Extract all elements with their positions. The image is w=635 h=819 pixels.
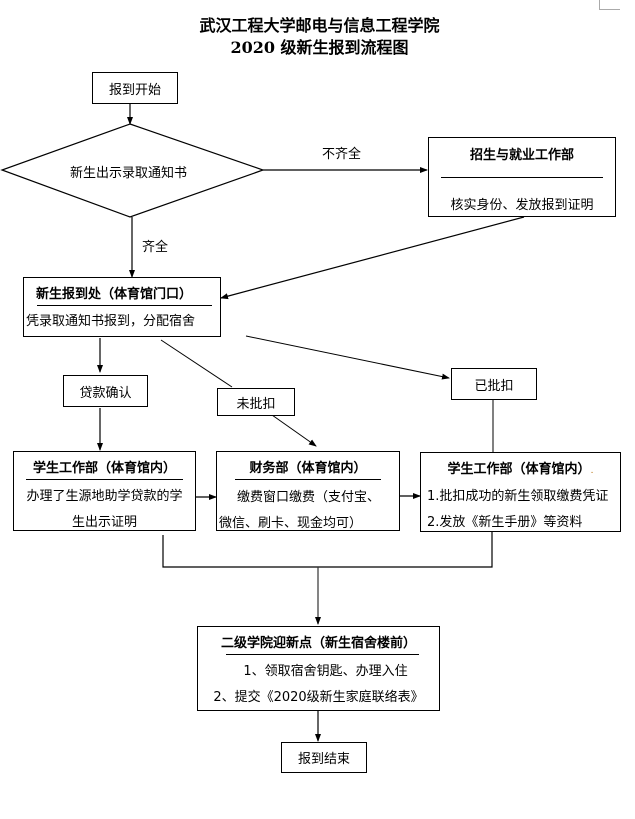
registration-divider — [37, 305, 212, 306]
decision-diamond — [0, 123, 265, 218]
edge-notdeducted-finance — [271, 414, 317, 447]
edge-label-complete: 齐全 — [142, 240, 169, 255]
student-affairs-paid-desc-1: 1.批扣成功的新生领取缴费凭证 — [427, 489, 609, 504]
registration-desk-node: 新生报到处（体育馆门口） 凭录取通知书报到，分配宿舍 — [23, 277, 221, 337]
finance-desc-2: 微信、刷卡、现金均可） — [219, 516, 363, 531]
admissions-divider — [441, 177, 603, 178]
college-welcome-divider — [226, 654, 419, 655]
college-welcome-node: 二级学院迎新点（新生宿舍楼前） 1、领取宿舍钥匙、办理入住 2、提交《2020级… — [197, 626, 440, 711]
loan-confirm-label: 贷款确认 — [79, 385, 132, 401]
finance-desc-1: 缴费窗口缴费（支付宝、 — [237, 490, 381, 505]
loan-confirm-node: 贷款确认 — [63, 375, 148, 407]
admissions-office-node: 招生与就业工作部 核实身份、发放报到证明 — [428, 137, 616, 217]
college-welcome-desc-1: 1、领取宿舍钥匙、办理入住 — [243, 664, 408, 679]
start-label: 报到开始 — [108, 82, 161, 98]
end-label: 报到结束 — [297, 752, 350, 767]
not-deducted-label: 未批扣 — [236, 396, 276, 412]
title-line-1: 武汉工程大学邮电与信息工程学院 — [199, 16, 440, 35]
edge-admissions-registration — [220, 216, 525, 300]
student-affairs-loan-desc-1: 办理了生源地助学贷款的学 — [26, 489, 183, 504]
registration-desk-title: 新生报到处（体育馆门口） — [35, 287, 192, 302]
start-node: 报到开始 — [92, 72, 178, 104]
edge-registration-deducted — [245, 335, 450, 380]
student-affairs-paid-title: 学生工作部（体育馆内）. — [421, 458, 620, 477]
edge-registration-notdeducted — [160, 339, 233, 388]
finance-divider — [235, 479, 381, 480]
end-node: 报到结束 — [281, 742, 367, 773]
page-corner-mark — [599, 0, 620, 10]
finance-node: 财务部（体育馆内） 缴费窗口缴费（支付宝、 微信、刷卡、现金均可） — [216, 451, 400, 531]
title-line-2: 2020 级新生报到流程图 — [230, 38, 409, 57]
deducted-node: 已批扣 — [451, 368, 537, 400]
deducted-label: 已批扣 — [474, 378, 514, 394]
student-affairs-paid-title-suffix: . — [590, 466, 594, 476]
student-affairs-loan-title: 学生工作部（体育馆内） — [32, 461, 176, 476]
student-affairs-paid-node: 学生工作部（体育馆内）. 1.批扣成功的新生领取缴费凭证 2.发放《新生手册》等… — [420, 452, 621, 532]
student-affairs-loan-divider — [26, 479, 183, 480]
decision-label: 新生出示录取通知书 — [70, 166, 188, 181]
student-affairs-paid-title-text: 学生工作部（体育馆内） — [447, 462, 591, 477]
student-affairs-loan-desc-2: 生出示证明 — [71, 515, 137, 530]
not-deducted-node: 未批扣 — [217, 388, 295, 416]
edge-label-incomplete: 不齐全 — [322, 147, 362, 162]
admissions-office-desc: 核实身份、发放报到证明 — [450, 198, 594, 213]
edge-merge-bracket — [162, 532, 493, 568]
registration-desk-desc: 凭录取通知书报到，分配宿舍 — [26, 314, 196, 329]
admissions-office-title: 招生与就业工作部 — [469, 148, 574, 163]
student-affairs-paid-desc-2: 2.发放《新生手册》等资料 — [427, 515, 583, 530]
student-affairs-loan-node: 学生工作部（体育馆内） 办理了生源地助学贷款的学 生出示证明 — [13, 451, 196, 531]
finance-title: 财务部（体育馆内） — [249, 461, 367, 476]
college-welcome-desc-2: 2、提交《2020级新生家庭联络表》 — [213, 690, 424, 705]
college-welcome-title: 二级学院迎新点（新生宿舍楼前） — [220, 636, 416, 651]
